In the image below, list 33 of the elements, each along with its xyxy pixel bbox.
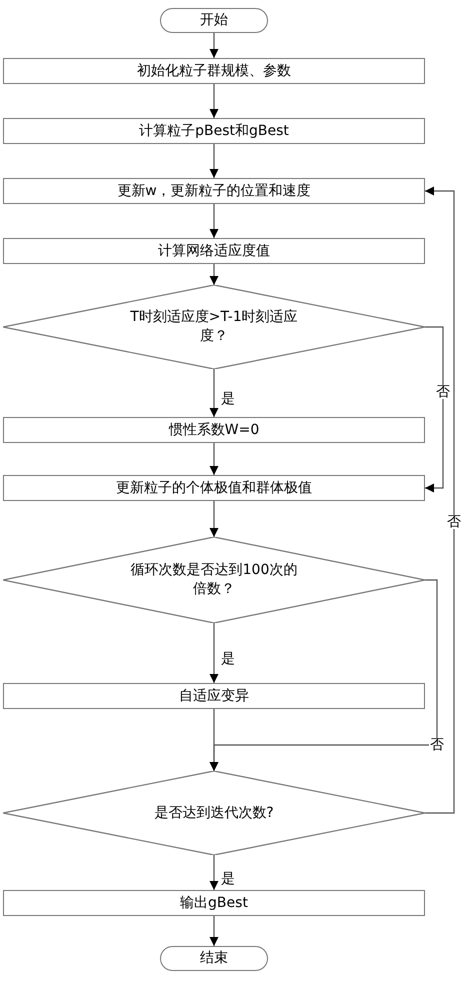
process-box: 更新粒子的个体极值和群体极值 [3,475,425,501]
arrow [210,579,438,771]
arrow [210,369,218,417]
arrow [210,501,218,537]
terminal-box: 结束 [160,946,268,971]
edge-label: 否 [429,738,445,752]
process-box: 初始化粒子群规模、参数 [3,58,425,84]
arrow [425,186,455,814]
arrow [210,33,218,58]
process-box: 惯性系数W=0 [3,417,425,443]
process-box: 输出gBest [3,890,425,916]
edge-label: 否 [435,385,451,399]
process-box: 更新w，更新粒子的位置和速度 [3,178,425,204]
edge-label: 否 [446,515,462,529]
arrow [210,84,218,118]
arrow [210,443,218,475]
arrow [210,855,218,890]
process-box: 自适应变异 [3,683,425,709]
arrow [210,204,218,238]
edge-label: 是 [220,872,236,886]
decision-diamond: T时刻适应度>T-1时刻适应度？ [3,285,425,369]
arrow [210,623,218,683]
arrow [210,916,218,946]
terminal-box: 开始 [160,8,268,33]
arrow [210,144,218,178]
decision-diamond: 循环次数是否达到100次的倍数？ [3,537,425,623]
arrow [210,264,218,285]
process-box: 计算粒子pBest和gBest [3,118,425,144]
arrow [425,326,444,492]
edge-label: 是 [220,652,236,666]
process-box: 计算网络适应度值 [3,238,425,264]
decision-diamond: 是否达到迭代次数? [3,771,425,855]
edge-label: 是 [220,392,236,406]
